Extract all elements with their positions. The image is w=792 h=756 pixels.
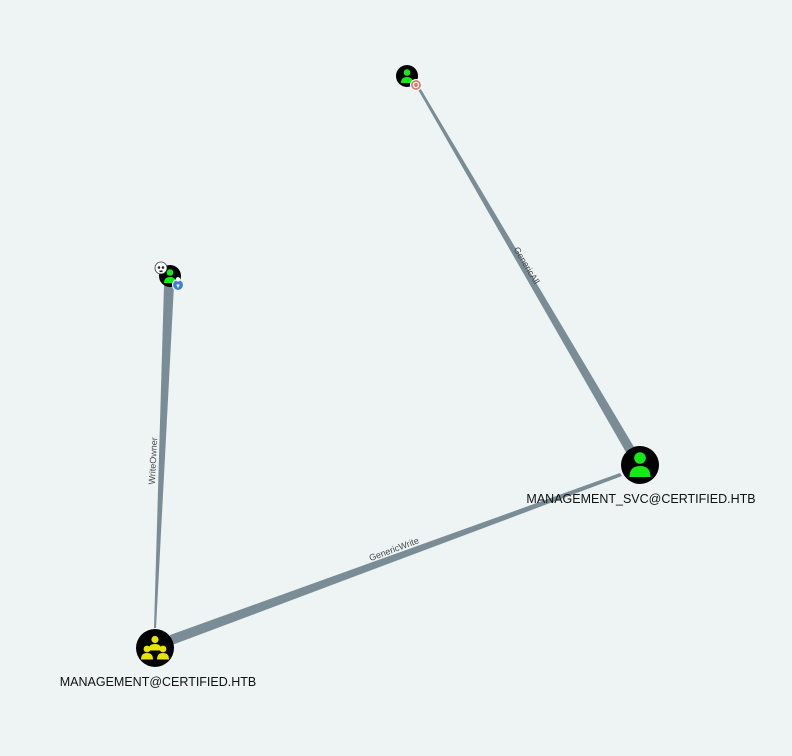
edge-generic-write-line[interactable] [170, 473, 622, 645]
edge-generic-all-label: GenericAll [512, 245, 542, 286]
group-icon [141, 635, 169, 660]
edge-write-owner-line[interactable] [154, 285, 174, 628]
edge-generic-all-line[interactable] [416, 86, 637, 454]
node-management-svc-circle[interactable] [621, 446, 659, 484]
node-top-user[interactable] [396, 65, 422, 91]
node-management-svc-label: MANAGEMENT_SVC@CERTIFIED.HTB [526, 492, 755, 506]
pin-badge-icon [172, 277, 184, 291]
node-left-user[interactable] [154, 261, 184, 291]
target-badge-icon [410, 79, 422, 91]
skull-icon [154, 261, 168, 275]
user-icon [401, 69, 413, 83]
node-management-group-label: MANAGEMENT@CERTIFIED.HTB [60, 675, 257, 689]
node-management-svc[interactable]: MANAGEMENT_SVC@CERTIFIED.HTB [526, 446, 756, 506]
user-icon [629, 452, 651, 477]
edge-write-owner[interactable]: WriteOwner [147, 285, 174, 628]
node-management-group[interactable]: MANAGEMENT@CERTIFIED.HTB [60, 629, 257, 689]
edge-write-owner-label: WriteOwner [147, 437, 159, 485]
user-icon [164, 269, 176, 283]
edge-generic-all[interactable]: GenericAll [416, 86, 637, 454]
